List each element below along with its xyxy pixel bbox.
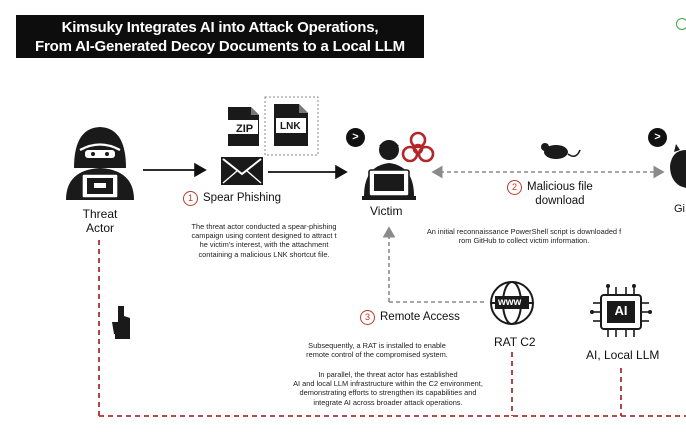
lnk-highlight-box bbox=[264, 96, 319, 156]
step-1-label: Spear Phishing bbox=[203, 192, 281, 204]
rat-desc-line: remote control of the compromised system… bbox=[306, 350, 448, 360]
github-powershell-chip: > bbox=[648, 128, 667, 147]
www-badge bbox=[495, 296, 529, 309]
step-malicious-download: 2 Malicious file download bbox=[507, 180, 593, 208]
www-label: www bbox=[498, 297, 522, 308]
llm-description: In parallel, the threat actor has establ… bbox=[282, 370, 494, 407]
hooded-hacker-icon bbox=[66, 127, 134, 200]
title-line-1: Kimsuky Integrates AI into Attack Operat… bbox=[61, 19, 379, 36]
llm-desc-line: integrate AI across broader attack opera… bbox=[313, 397, 463, 407]
step-spear-phishing: 1 Spear Phishing bbox=[183, 191, 281, 206]
rat-description: Subsequently, a RAT is installed to enab… bbox=[282, 341, 472, 359]
llm-desc-line: AI and local LLM infrastructure within t… bbox=[293, 379, 483, 389]
rat-desc-line: Subsequently, a RAT is installed to enab… bbox=[308, 341, 446, 350]
rat-c2-label: RAT C2 bbox=[494, 335, 536, 349]
rat-icon bbox=[541, 143, 581, 159]
llm-desc-line: demonstrating efforts to strengthen its … bbox=[299, 388, 477, 398]
victim-person-icon bbox=[362, 140, 416, 200]
lnk-label: LNK bbox=[280, 121, 301, 132]
llm-desc-line: In parallel, the threat actor has establ… bbox=[318, 370, 458, 379]
spear-desc-line: The threat actor conducted a spear-phish… bbox=[191, 222, 337, 231]
lnk-file-icon bbox=[274, 104, 308, 146]
github-icon bbox=[670, 144, 686, 188]
actor-infrastructure-loop bbox=[98, 240, 686, 417]
local-llm-label: AI, Local LLM bbox=[586, 348, 660, 362]
step-3-label: Remote Access bbox=[380, 311, 460, 323]
title-banner: Kimsuky Integrates AI into Attack Operat… bbox=[16, 15, 424, 58]
download-desc-line: rom GitHub to collect victim information… bbox=[458, 236, 590, 246]
step-3-number: 3 bbox=[360, 310, 375, 325]
download-desc-line: An initial reconnaissance PowerShell scr… bbox=[426, 227, 622, 236]
threat-actor-label: Threat Actor bbox=[82, 207, 118, 235]
step-2-number: 2 bbox=[507, 180, 522, 195]
hand-pointer-icon bbox=[112, 306, 130, 339]
github-label: Gi bbox=[674, 203, 685, 215]
ai-label: AI bbox=[614, 303, 628, 318]
spear-phishing-description: The threat actor conducted a spear-phish… bbox=[169, 222, 359, 259]
corner-badge-icon bbox=[676, 18, 686, 30]
download-description: An initial reconnaissance PowerShell scr… bbox=[404, 227, 644, 245]
step-2-label: Malicious file download bbox=[527, 181, 593, 207]
victim-powershell-chip: > bbox=[346, 128, 365, 147]
spear-desc-line: containing a malicious LNK shortcut file… bbox=[198, 249, 330, 259]
biohazard-icon bbox=[401, 131, 435, 163]
ai-chip-icon bbox=[590, 284, 652, 337]
envelope-icon bbox=[221, 157, 263, 185]
zip-label: ZIP bbox=[236, 123, 254, 135]
step-1-number: 1 bbox=[183, 191, 198, 206]
spear-desc-line: campaign using content designed to attra… bbox=[191, 231, 337, 241]
title-line-2: From AI-Generated Decoy Documents to a L… bbox=[35, 38, 405, 55]
spear-desc-line: he victim's interest, with the attachmen… bbox=[199, 240, 329, 250]
victim-label: Victim bbox=[370, 204, 403, 218]
step-remote-access: 3 Remote Access bbox=[360, 310, 460, 325]
zip-file-icon bbox=[226, 107, 259, 146]
